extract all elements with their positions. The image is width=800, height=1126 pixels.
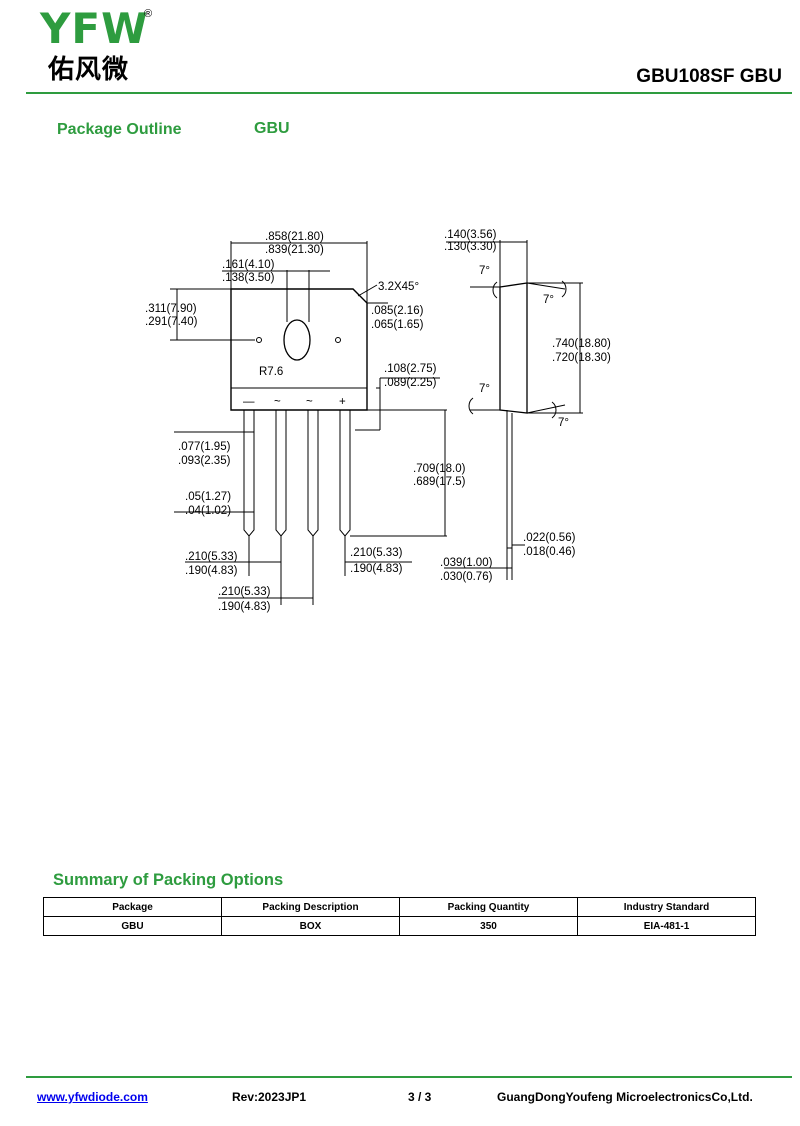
dim-hole-top: .161(4.10) bbox=[222, 259, 275, 271]
side-thk-bot: .130(3.30) bbox=[444, 241, 497, 253]
lead-2 bbox=[275, 410, 287, 537]
website-link[interactable]: www.yfwdiode.com bbox=[37, 1090, 148, 1104]
body-outline bbox=[230, 288, 368, 411]
dim-leadt-bot: .04(1.02) bbox=[185, 505, 231, 517]
col-packing-description: Packing Description bbox=[221, 897, 400, 917]
cell-package: GBU bbox=[43, 916, 222, 936]
company-logo: YFW ® 佑风微 bbox=[40, 6, 160, 90]
col-package: Package bbox=[43, 897, 222, 917]
dim-chamfer: 3.2X45° bbox=[378, 281, 419, 293]
packing-table: Package Packing Description Packing Quan… bbox=[43, 897, 756, 936]
side-height-top: .740(18.80) bbox=[552, 338, 611, 350]
dim-step-bot: .089(2.25) bbox=[384, 377, 437, 389]
dim-radius: R7.6 bbox=[259, 366, 283, 378]
side-foot-top: .039(1.00) bbox=[440, 557, 493, 569]
table-row: GBU BOX 350 EIA-481-1 bbox=[43, 916, 756, 936]
pin-mark-minus: — bbox=[243, 396, 255, 408]
angle-label-2: 7° bbox=[543, 294, 554, 306]
footer-divider bbox=[26, 1076, 792, 1078]
footer-page-number: 3 / 3 bbox=[408, 1090, 432, 1104]
dim-leadw-top: .077(1.95) bbox=[178, 441, 231, 453]
pin-mark-ac2: ~ bbox=[306, 396, 313, 408]
package-name-label: GBU bbox=[254, 120, 290, 137]
dim-pitch-left-top: .210(5.33) bbox=[185, 551, 238, 563]
lead-3 bbox=[307, 410, 319, 537]
side-thk-top: .140(3.56) bbox=[444, 229, 497, 241]
dim-leadt-top: .05(1.27) bbox=[185, 491, 231, 503]
pin-marker-left bbox=[256, 337, 262, 343]
footer-website: www.yfwdiode.com bbox=[37, 1090, 148, 1104]
dim-step-top: .108(2.75) bbox=[384, 363, 437, 375]
package-outline-label: Package Outline bbox=[57, 121, 182, 138]
lead-4 bbox=[339, 410, 351, 537]
dim-leadlen-bot: .689(17.5) bbox=[413, 476, 466, 488]
dim-chamfer-top: .085(2.16) bbox=[371, 305, 424, 317]
packing-title: Summary of Packing Options bbox=[53, 871, 284, 889]
logo-chinese-name: 佑风微 bbox=[48, 55, 130, 85]
dim-side-bot: .291(7.40) bbox=[145, 316, 198, 328]
dim-side-top: .311(7.90) bbox=[145, 303, 197, 315]
col-packing-quantity: Packing Quantity bbox=[399, 897, 578, 917]
pin-marker-right bbox=[335, 337, 341, 343]
dim-chamfer-bot: .065(1.65) bbox=[371, 319, 424, 331]
registered-mark: ® bbox=[144, 8, 153, 20]
dim-pitch-mid-top: .210(5.33) bbox=[218, 586, 271, 598]
dim-pitch-right-bot: .190(4.83) bbox=[350, 563, 403, 575]
cell-description: BOX bbox=[221, 916, 400, 936]
side-lead-bot: .018(0.46) bbox=[523, 546, 576, 558]
cell-quantity: 350 bbox=[399, 916, 578, 936]
dim-width-top: .858(21.80) bbox=[265, 231, 324, 243]
dim-pitch-right-top: .210(5.33) bbox=[350, 547, 403, 559]
side-height-bot: .720(18.30) bbox=[552, 352, 611, 364]
angle-label-4: 7° bbox=[558, 417, 569, 429]
dim-leadw-bot: .093(2.35) bbox=[178, 455, 231, 467]
logo-letters: YFW bbox=[40, 4, 149, 53]
dim-hole-bot: .138(3.50) bbox=[222, 272, 275, 284]
mounting-hole bbox=[283, 319, 311, 361]
dim-width-bot: .839(21.30) bbox=[265, 244, 324, 256]
dim-pitch-left-bot: .190(4.83) bbox=[185, 565, 238, 577]
packing-header-row: Package Packing Description Packing Quan… bbox=[43, 897, 756, 917]
side-lead-top: .022(0.56) bbox=[523, 532, 576, 544]
part-title: GBU108SF GBU bbox=[636, 66, 782, 87]
side-foot-bot: .030(0.76) bbox=[440, 571, 493, 583]
dim-leadlen-top: .709(18.0) bbox=[413, 463, 466, 475]
angle-label-1: 7° bbox=[479, 265, 490, 277]
col-industry-standard: Industry Standard bbox=[577, 897, 756, 917]
pin-mark-plus: + bbox=[339, 396, 346, 408]
header-divider bbox=[26, 92, 792, 94]
side-view-lead bbox=[506, 410, 513, 549]
lead-1 bbox=[243, 410, 255, 537]
side-view-body bbox=[499, 282, 528, 414]
cell-standard: EIA-481-1 bbox=[577, 916, 756, 936]
angle-label-3: 7° bbox=[479, 383, 490, 395]
footer-revision: Rev:2023JP1 bbox=[232, 1090, 307, 1104]
dim-pitch-mid-bot: .190(4.83) bbox=[218, 601, 271, 613]
pin-mark-ac1: ~ bbox=[274, 396, 281, 408]
footer-company: GuangDongYoufeng MicroelectronicsCo,Ltd. bbox=[497, 1090, 753, 1104]
package-outline-drawing: — ~ ~ + .858(21.80) .839(21.30) .161(4.1… bbox=[145, 229, 611, 613]
